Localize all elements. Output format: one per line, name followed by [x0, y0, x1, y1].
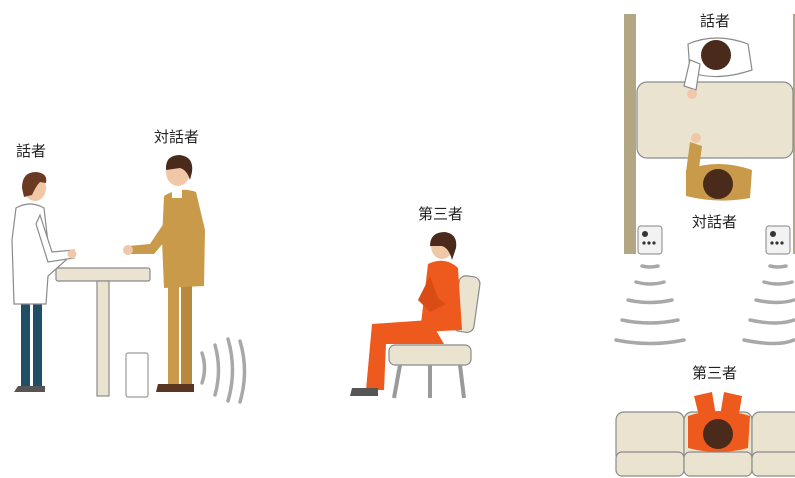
wall-icon — [624, 14, 636, 254]
partner-figure-icon — [123, 155, 205, 392]
partner-side-label: 対話者 — [154, 128, 200, 146]
speaker-figure-icon — [11, 172, 77, 392]
high-table-icon — [55, 267, 151, 397]
masking-device-right-icon — [765, 225, 791, 255]
sound-waves-top-left-icon — [614, 264, 686, 346]
partner-top-label: 対話者 — [692, 213, 738, 231]
masking-device-left-icon — [637, 225, 663, 255]
third-party-top-label: 第三者 — [692, 364, 738, 382]
third-party-top-figure-icon — [688, 392, 750, 452]
masking-speaker-device-icon — [125, 352, 149, 398]
wall-right-icon — [793, 14, 795, 254]
speaker-side-label: 話者 — [16, 142, 47, 160]
top-table-icon — [636, 81, 794, 159]
speaker-top-label: 話者 — [700, 12, 731, 30]
third-party-figure-icon — [350, 232, 462, 396]
partner-top-figure-icon — [686, 133, 752, 201]
sound-waves-top-right-icon — [742, 264, 795, 346]
speaker-top-figure-icon — [683, 37, 753, 99]
sound-waves-side-icon — [200, 337, 247, 404]
third-party-side-label: 第三者 — [418, 205, 464, 223]
